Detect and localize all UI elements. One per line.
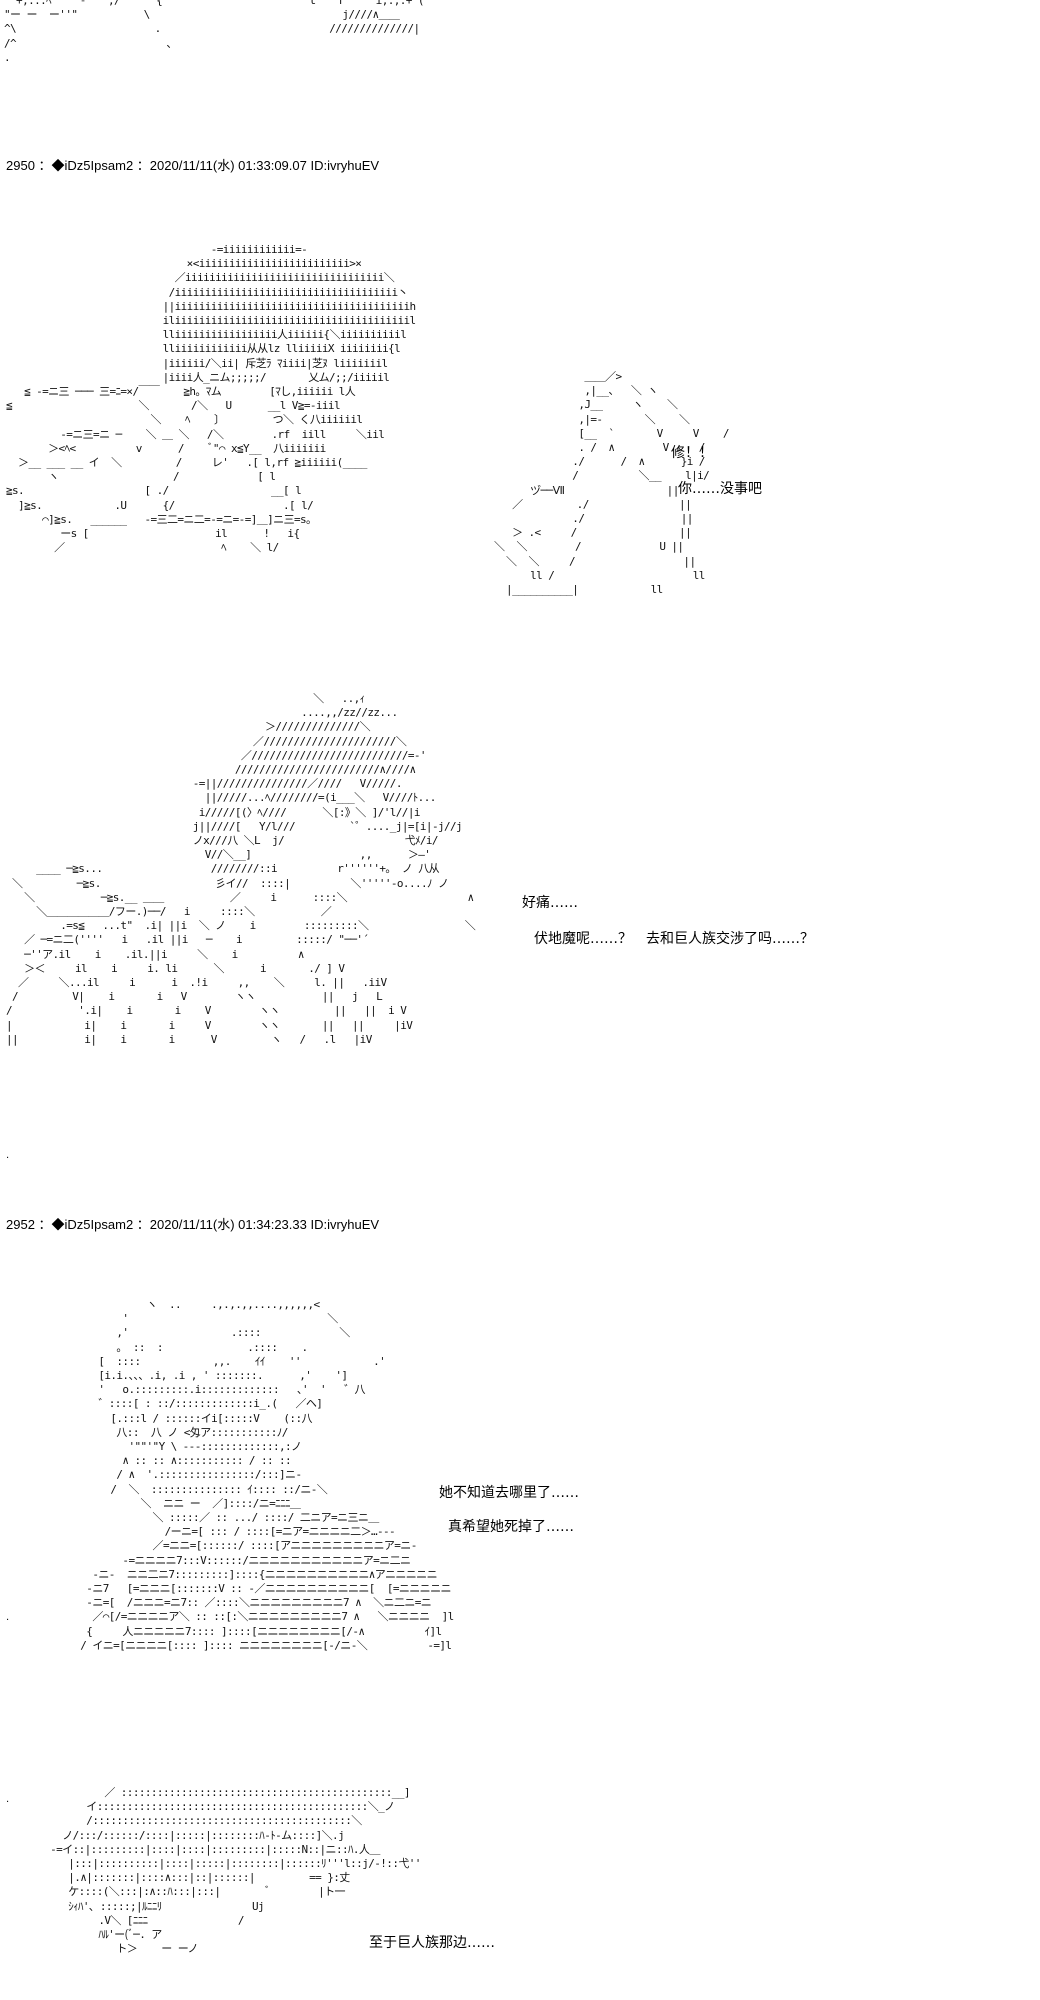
separator-dot: . <box>6 1794 10 1805</box>
dialogue-line: 修！！ <box>671 445 713 461</box>
separator-dot: . <box>6 1150 10 1161</box>
separator-dot: . <box>6 1612 10 1623</box>
ascii-art-scene-3: ヽ .. .,.,.,,....,,,,,,< ' ＼ ,' .:::: ＼ 。… <box>80 1298 454 1652</box>
post-header-2950: 2950 ：◆iDz5Ipsam2 ：2020/11/11(水) 01:33:0… <box>6 158 380 173</box>
ascii-art-scene-1-right: ＿＿／> ,|__、 ＼ ヽ ,J__ ヽ ＼ ,|=- ＼ ＼ [__ ` V… <box>494 370 729 597</box>
ascii-art-scene-2: ＼ ..,ｨ ....,,/zz//zz... ＞//////////////＼… <box>6 692 476 1046</box>
dialogue-line: 伏地魔呢……？ 去和巨人族交涉了吗……？ <box>534 931 814 947</box>
dialogue-line: 至于巨人族那边…… <box>369 1935 495 1951</box>
ascii-art-scene-4: ／ ::::::::::::::::::::::::::::::::::::::… <box>50 1786 421 1956</box>
post-header-2952: 2952 ：◆iDz5Ipsam2 ：2020/11/11(水) 01:34:2… <box>6 1217 380 1232</box>
ascii-art-scene-1: -=iiiiiiiiiiii=- ×<iiiiiiiiiiiiiiiiiiiii… <box>6 243 416 555</box>
dialogue-line: 真希望她死掉了…… <box>448 1519 574 1535</box>
dialogue-line: 她不知道去哪里了…… <box>439 1485 579 1501</box>
dialogue-line: 你……没事吧 <box>678 481 762 497</box>
ascii-art-top: "'+,...ﾍ'" -ﾞ ,/ { "" ｌ ｉ i,.,.+'( "ー ー … <box>4 0 424 64</box>
dialogue-line: 好痛…… <box>522 895 578 911</box>
